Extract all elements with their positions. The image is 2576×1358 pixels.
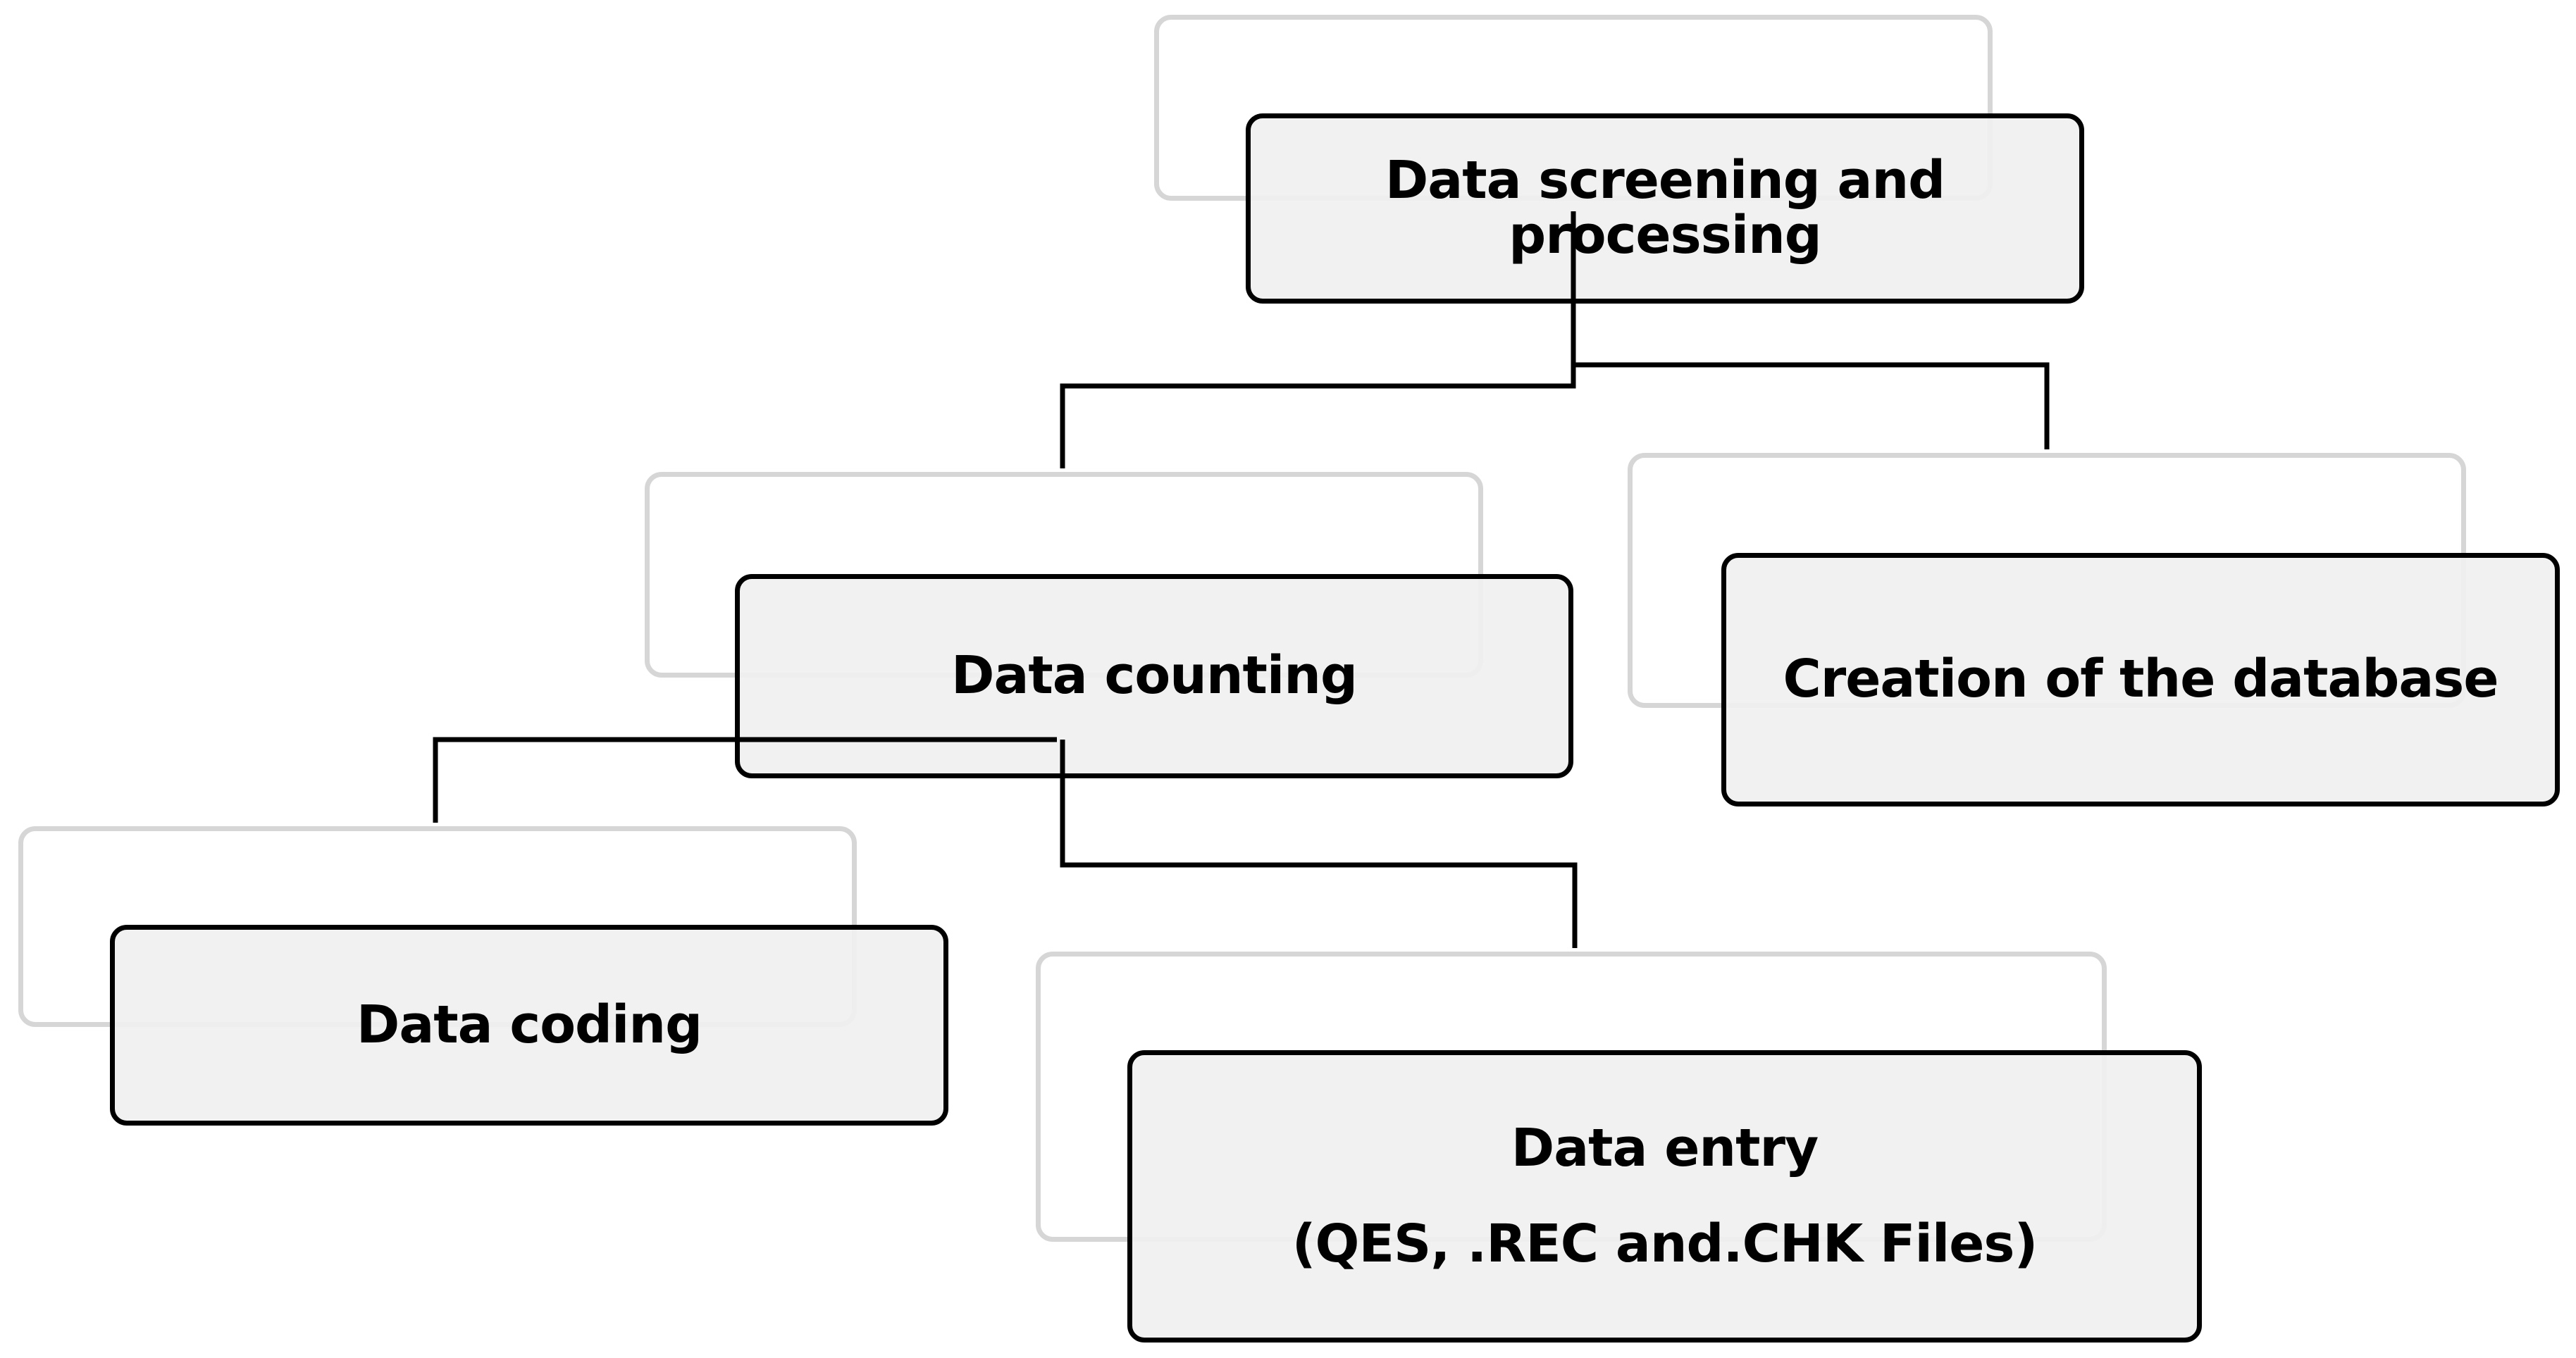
connector-counting-to-entry [1060, 740, 1578, 948]
connector-counting-to-coding [433, 737, 1057, 823]
node-data-counting: Data counting [735, 574, 1573, 778]
connector-root-to-database [1573, 362, 2050, 449]
node-data-coding: Data coding [110, 925, 948, 1126]
node-label: Data counting [951, 645, 1358, 706]
node-label: Data entry [1511, 1117, 1819, 1178]
node-data-screening-and-processing: Data screening and processing [1246, 113, 2084, 304]
node-sublabel: (QES, .REC and.CHK Files) [1292, 1213, 2038, 1274]
connector-root-to-counting [1060, 211, 1576, 468]
node-label: Creation of the database [1783, 649, 2498, 710]
node-creation-of-the-database: Creation of the database [1721, 553, 2560, 806]
node-label: Data screening and processing [1385, 150, 1945, 266]
node-data-entry: Data entry (QES, .REC and.CHK Files) [1127, 1050, 2202, 1343]
node-label: Data coding [356, 994, 702, 1055]
